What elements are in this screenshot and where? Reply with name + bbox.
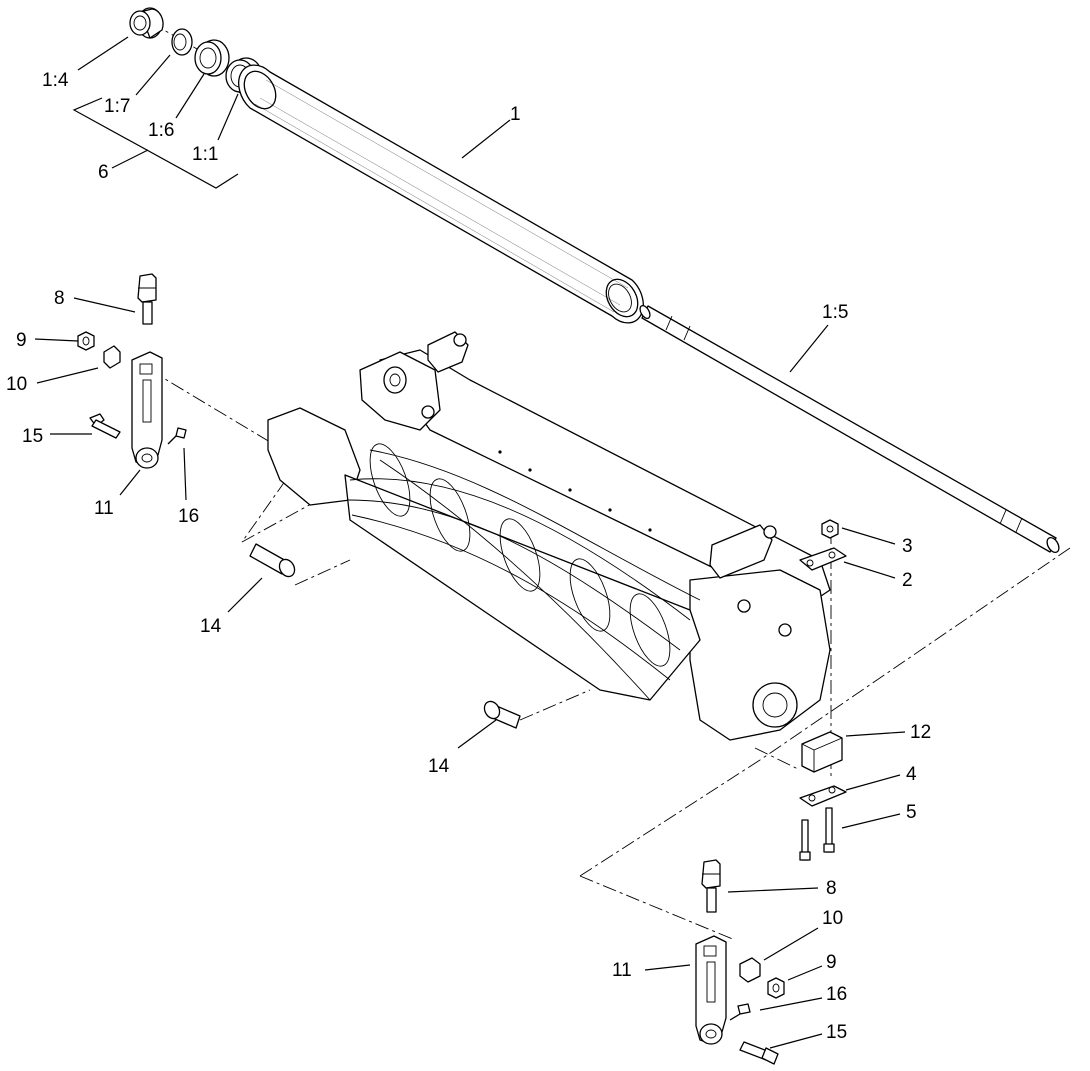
callout-10-top: 10	[6, 374, 27, 395]
bolt-15-bottom	[739, 1041, 779, 1065]
seal-washer	[171, 28, 193, 56]
callout-15-bottom: 15	[826, 1022, 847, 1043]
callout-16-bottom: 16	[826, 984, 847, 1005]
bolt-15-top	[89, 413, 121, 439]
callout-10-bottom: 10	[822, 908, 843, 929]
callout-9-top: 9	[16, 330, 27, 351]
arm-11-top	[131, 351, 163, 469]
nut-3	[821, 519, 839, 539]
callout-15-top: 15	[22, 426, 43, 447]
callout-4: 4	[906, 764, 917, 785]
callout-1-7: 1:7	[104, 96, 130, 117]
callout-12: 12	[910, 722, 931, 743]
callout-11-top: 11	[94, 498, 114, 519]
bolt-8-top	[137, 273, 157, 325]
bearing	[194, 39, 230, 77]
roller-shaft	[639, 304, 1060, 554]
washer-10-top	[103, 345, 121, 369]
callout-1-6: 1:6	[148, 120, 174, 141]
callout-14-left: 14	[200, 616, 222, 637]
reel-frame	[267, 331, 831, 741]
callout-8-bottom: 8	[826, 878, 837, 899]
bolt-8-bottom	[701, 859, 721, 913]
screws-5	[799, 807, 835, 861]
block-12	[801, 731, 843, 773]
callout-1-5: 1:5	[822, 302, 848, 323]
callout-1-1: 1:1	[192, 144, 218, 165]
callout-14-mid: 14	[428, 756, 450, 777]
callout-11-bottom: 11	[612, 960, 632, 981]
arm-11-bottom	[695, 935, 727, 1045]
roller-tube	[238, 64, 644, 324]
callout-1: 1	[510, 104, 521, 125]
bearing-cap	[129, 7, 164, 39]
callout-1-4: 1:4	[42, 70, 69, 91]
callouts: 1 1:4 1:7 1:6 1:1 6 1:5 8 9 10 15 11 16 …	[6, 70, 931, 1043]
screw-16-top	[167, 427, 187, 445]
stud-14-mid	[483, 700, 521, 729]
callout-2: 2	[902, 570, 913, 591]
leader-lines	[34, 36, 906, 1049]
callout-9-bottom: 9	[826, 952, 837, 973]
callout-16-top: 16	[178, 506, 199, 527]
nut-9-top	[77, 331, 95, 351]
callout-5: 5	[906, 802, 917, 823]
plate-2	[799, 547, 847, 571]
callout-3: 3	[902, 536, 913, 557]
plate-4	[799, 785, 847, 807]
screw-16-bottom	[729, 1003, 751, 1021]
stud-14-left	[249, 543, 296, 578]
callout-6: 6	[98, 162, 109, 183]
callout-8-top: 8	[54, 288, 65, 309]
washer-10-bottom	[739, 957, 761, 983]
nut-9-bottom	[767, 977, 785, 999]
